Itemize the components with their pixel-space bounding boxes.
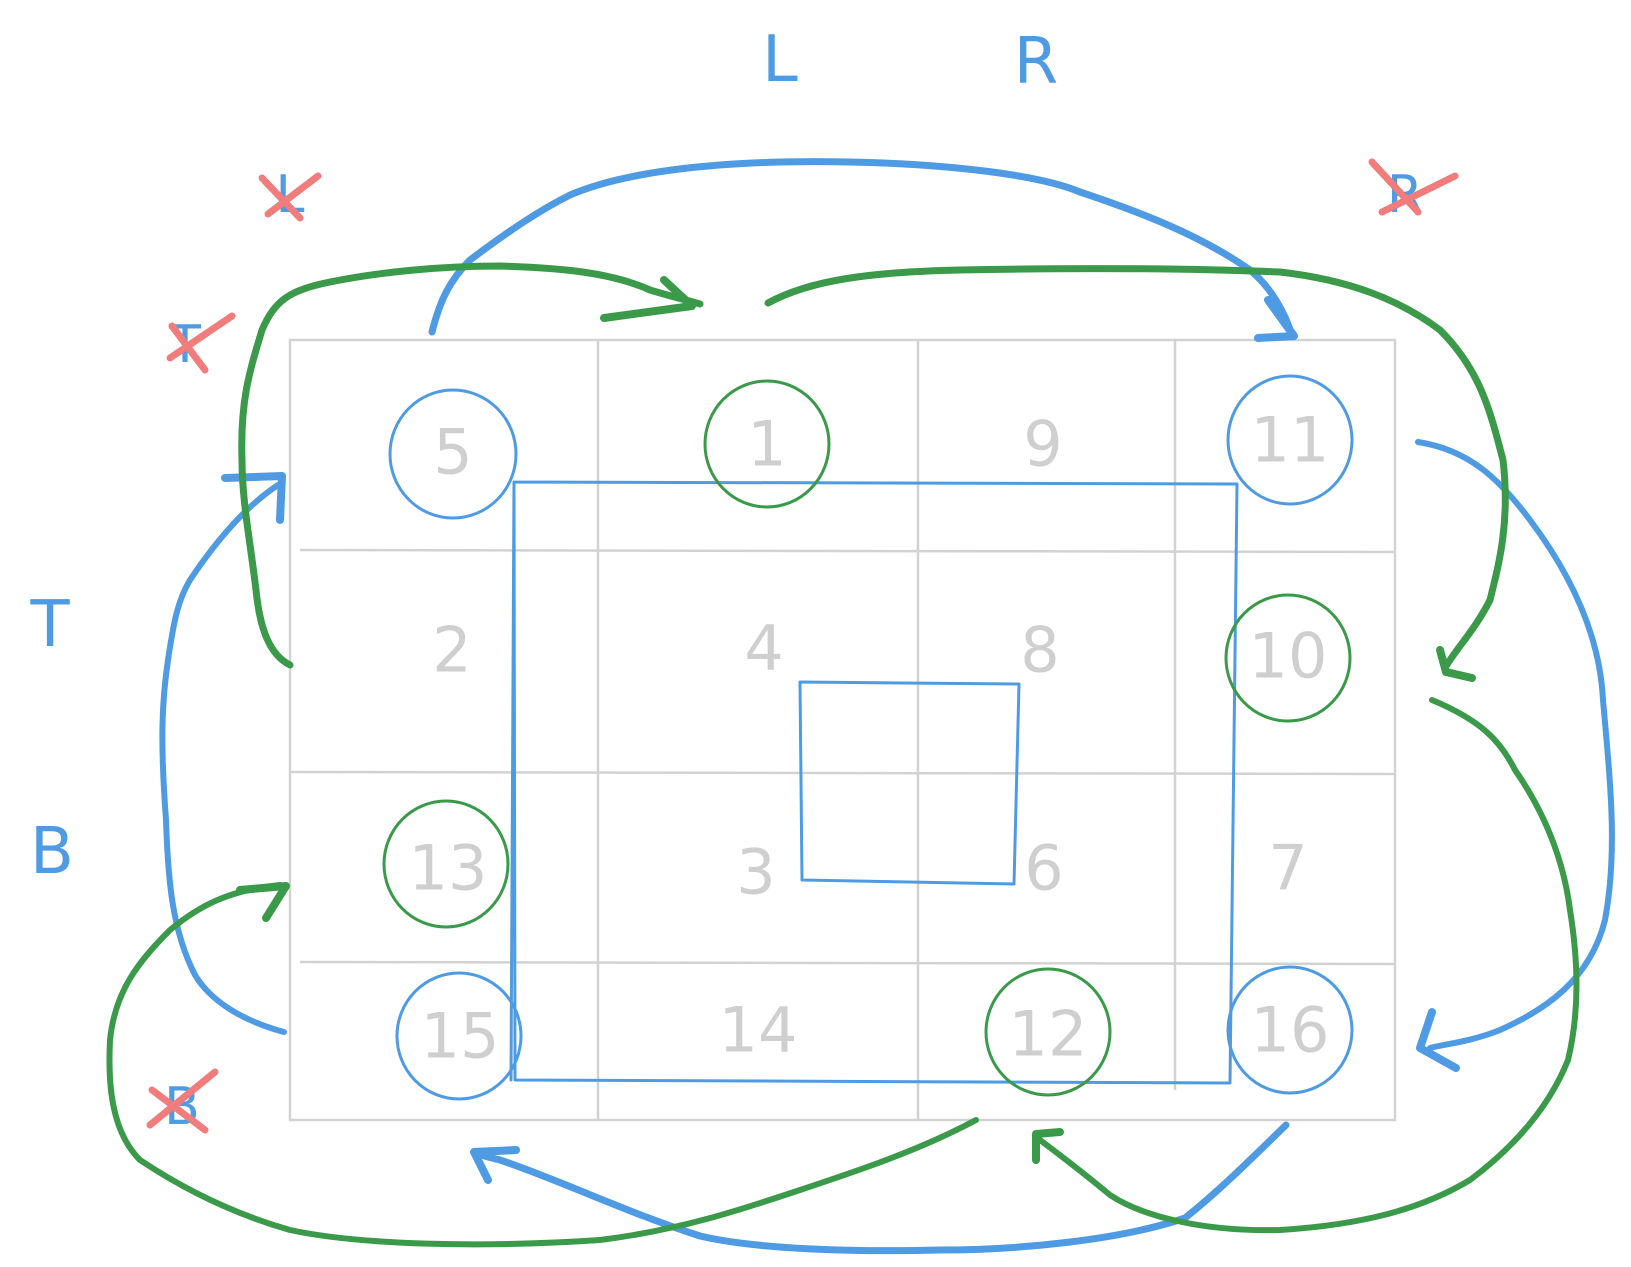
arrow-left-blue — [159, 482, 287, 1035]
cell-number: 15 — [421, 1000, 500, 1073]
arrow-right-blue — [1415, 439, 1615, 1051]
label-left: L — [762, 23, 798, 97]
arrow-head — [470, 1146, 520, 1184]
outer-ring-outline — [509, 480, 1239, 1085]
number-grid — [288, 338, 1397, 1122]
label-right: R — [1014, 25, 1058, 99]
cell-number: 6 — [1024, 832, 1063, 905]
circle-10 — [1224, 593, 1352, 723]
arrow-left-green — [106, 882, 979, 1248]
circle-16 — [1226, 965, 1354, 1095]
cell-number: 5 — [433, 416, 472, 489]
inner-ring-outline — [798, 680, 1021, 886]
arrow-top-blue — [428, 158, 1296, 339]
cell-number: 1 — [747, 408, 786, 481]
arrow-head — [236, 882, 290, 922]
cell-number: 10 — [1249, 620, 1328, 693]
grid-line — [289, 770, 1396, 776]
cross-mark — [146, 1068, 219, 1134]
arrow-head — [600, 276, 696, 322]
circle-1 — [703, 379, 831, 509]
blue-rotation-arrows — [159, 158, 1615, 1255]
cell-number: 9 — [1023, 408, 1062, 481]
arrow-head — [1436, 646, 1476, 682]
cell-number: 7 — [1268, 832, 1307, 905]
cell-number: 12 — [1009, 998, 1088, 1071]
arrow-bottom-blue — [474, 1121, 1290, 1255]
circle-13 — [382, 799, 510, 929]
crossed-labels: L R T B — [146, 158, 1459, 1137]
arrow-head — [1416, 1008, 1460, 1072]
grid-numbers: 5 1 9 11 2 4 8 10 13 3 6 7 15 14 12 16 — [409, 404, 1330, 1073]
grid-line — [299, 960, 1396, 966]
circle-5 — [388, 388, 518, 520]
cell-number: 8 — [1020, 614, 1059, 687]
grid-border — [288, 338, 1397, 1122]
cell-number: 11 — [1251, 404, 1330, 477]
cell-number: 13 — [409, 832, 488, 905]
cell-number: 3 — [736, 836, 775, 909]
cell-number: 4 — [744, 612, 783, 685]
arrow-head — [1254, 296, 1298, 342]
cross-mark — [166, 312, 236, 374]
label-bottom: B — [30, 815, 74, 889]
arrow-top-green — [238, 262, 704, 669]
number-circles — [382, 374, 1354, 1101]
grid-line — [299, 548, 1396, 554]
cell-number: 2 — [432, 614, 471, 687]
side-labels: L R T B — [29, 23, 1058, 889]
label-top: T — [29, 588, 70, 662]
circle-11 — [1226, 374, 1354, 506]
cell-number: 14 — [719, 994, 798, 1067]
cross-mark — [258, 172, 322, 222]
circle-12 — [984, 967, 1112, 1097]
cross-mark — [1368, 158, 1459, 216]
cell-number: 16 — [1251, 994, 1330, 1067]
arrow-right-green — [764, 265, 1509, 672]
green-rotation-arrows — [106, 262, 1580, 1248]
arrow-head — [1032, 1128, 1064, 1164]
arrow-bottom-green — [1037, 697, 1580, 1234]
arrow-head — [221, 472, 286, 524]
circle-15 — [395, 971, 523, 1101]
